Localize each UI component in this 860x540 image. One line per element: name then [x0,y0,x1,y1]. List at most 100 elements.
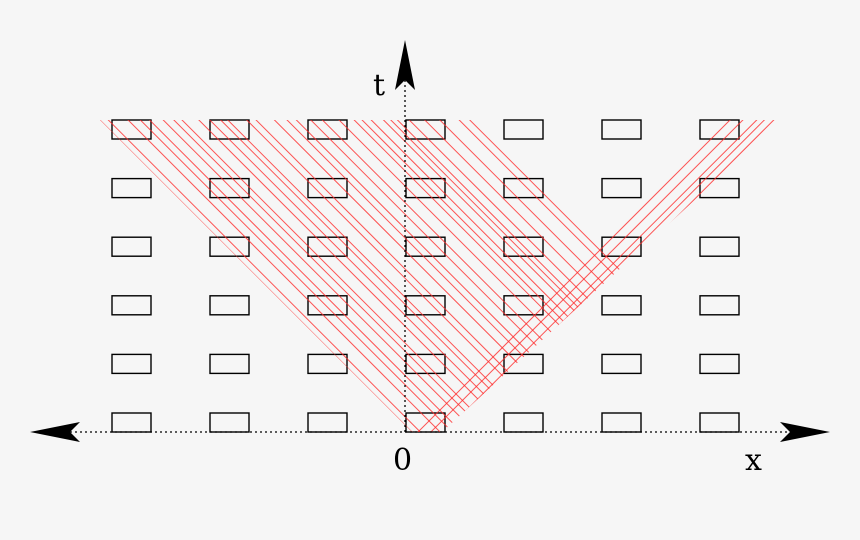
lattice-box [503,177,544,199]
light-ray [419,120,761,432]
x-axis-label: x [745,443,762,478]
light-ray [377,120,718,432]
lattice-box [111,236,152,257]
lattice-box [503,295,544,316]
lattice-box [307,177,348,199]
lattice-box [699,353,740,375]
light-ray [438,120,780,432]
lattice-box [111,412,152,433]
light-ray [572,120,782,432]
light-ray [540,120,782,432]
lattice-box [111,353,152,375]
light-ray [753,120,782,432]
light-ray [161,120,503,432]
lattice-box [209,177,250,199]
lattice-box [699,295,740,316]
lattice-box [601,119,642,140]
light-ray [745,120,782,432]
light-ray [388,120,730,432]
lattice-box [503,412,544,433]
light-ray [765,120,782,432]
light-ray [639,120,782,432]
lattice-box [601,177,642,199]
lattice-box [699,236,740,257]
light-ray [207,120,549,432]
lattice-box [307,295,348,316]
light-ray [478,120,782,432]
light-ray [713,120,782,432]
light-ray [276,120,617,432]
light-ray [142,120,484,432]
light-ray [601,120,782,432]
lattice-box [503,119,544,140]
light-ray [436,120,778,432]
light-ray [557,120,782,432]
light-ray [363,120,704,432]
lattice-box [503,236,544,257]
lattice-box [209,119,250,140]
lattice-box [405,353,446,375]
light-ray [350,120,692,432]
lattice-box [111,177,152,199]
lattice-box [209,353,250,375]
light-ray [443,120,782,432]
lattice-box [699,119,740,140]
lattice-box [503,353,544,375]
light-ray [235,120,577,432]
light-ray [100,120,429,432]
lattice-box [601,295,642,316]
lattice-box [209,236,250,257]
light-ray [725,120,782,432]
lattice-box [307,353,348,375]
light-ray [200,120,542,432]
light-ray [465,120,782,432]
light-ray [100,120,421,432]
lattice-box [699,177,740,199]
lattice-box [111,295,152,316]
x-axis-left-arrowhead [30,422,80,442]
light-ray [705,120,782,432]
light-ray [579,120,782,432]
lattice-box [405,177,446,199]
light-rays [100,120,782,432]
lattice-boxes [111,119,740,433]
lattice-box [601,412,642,433]
lattice-box [307,119,348,140]
light-ray [129,120,470,432]
light-ray [178,120,520,432]
light-ray [485,120,782,432]
light-ray [341,120,683,432]
light-ray [779,120,782,432]
lattice-box [405,236,446,257]
light-ray [120,120,461,432]
light-ray [404,120,746,432]
lattice-box [601,236,642,257]
light-ray [660,120,782,432]
light-ray [254,120,595,432]
light-ray [153,120,495,432]
lattice-box [209,412,250,433]
light-ray [302,120,643,432]
x-axis-right-arrowhead [780,422,830,442]
light-ray [266,120,608,432]
light-ray [370,120,712,432]
light-ray [100,120,411,432]
light-ray [504,120,782,432]
lattice-box [111,119,152,140]
lattice-box [699,412,740,433]
lattice-box [307,412,348,433]
light-ray [518,120,782,432]
lattice-box [209,295,250,316]
light-ray [651,120,782,432]
light-ray [667,120,782,432]
light-ray [333,120,675,432]
lattice-box [405,412,446,433]
origin-label: 0 [393,443,412,478]
light-ray [409,120,751,432]
light-ray [422,120,764,432]
lattice-box [601,353,642,375]
light-ray [616,120,782,432]
t-axis-arrowhead [395,40,415,90]
